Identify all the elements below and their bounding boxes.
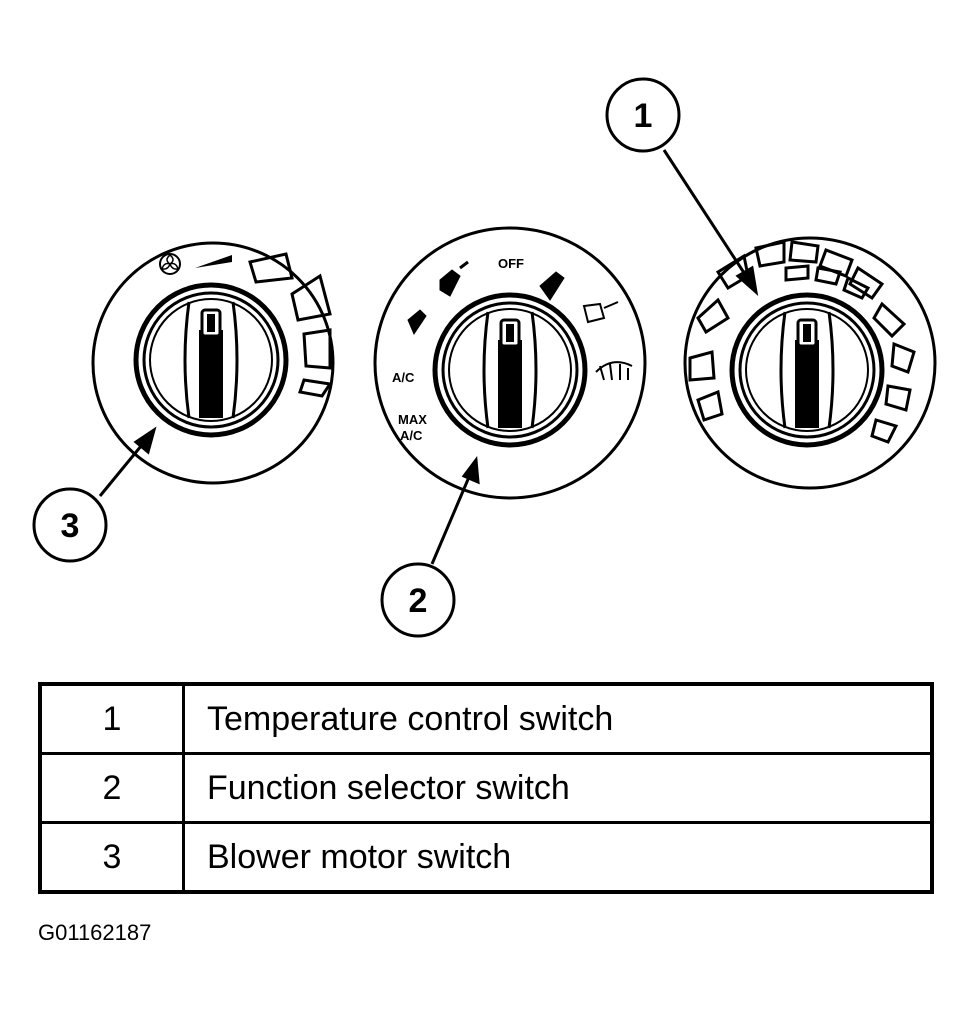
legend-description: Blower motor switch: [182, 821, 934, 894]
legend-row: 1 Temperature control switch: [38, 682, 934, 755]
legend-description: Temperature control switch: [182, 682, 934, 755]
legend-description: Function selector switch: [182, 752, 934, 824]
svg-text:2: 2: [409, 582, 428, 620]
figure-id: G01162187: [38, 920, 152, 945]
callout-3: 3: [32, 487, 108, 563]
defrost-floor-icon: [539, 271, 565, 301]
legend-number: 1: [38, 682, 185, 755]
legend-number: 2: [38, 752, 185, 824]
temperature-control-switch: [683, 236, 937, 490]
legend-table: 1 Temperature control switch 2 Function …: [38, 682, 934, 894]
callout-2: 2: [380, 562, 456, 638]
leader-arrows: [98, 149, 759, 565]
defrost-floor-mix-icon: [582, 301, 619, 324]
floor-vent-icon: [407, 309, 427, 336]
legend-row: 2 Function selector switch: [38, 752, 934, 824]
fan-speed-markers: [248, 252, 333, 398]
function-label-ac: A/C: [392, 370, 415, 385]
function-label-off: OFF: [498, 256, 524, 271]
function-label-max-ac: A/C: [400, 428, 423, 443]
hvac-control-diagram: OFF A/C MAX A/C: [32, 77, 937, 638]
panel-vent-icon: [439, 260, 469, 297]
callout-1: 1: [605, 77, 681, 153]
svg-text:1: 1: [634, 97, 653, 135]
windshield-defrost-icon: [595, 361, 633, 381]
legend-number: 3: [38, 821, 185, 894]
legend-row: 3 Blower motor switch: [38, 821, 934, 894]
svg-text:3: 3: [61, 507, 80, 545]
fan-icon: [159, 253, 181, 275]
function-selector-switch: OFF A/C MAX A/C: [373, 226, 647, 500]
function-label-max: MAX: [398, 412, 427, 427]
blower-motor-switch: [91, 241, 335, 485]
